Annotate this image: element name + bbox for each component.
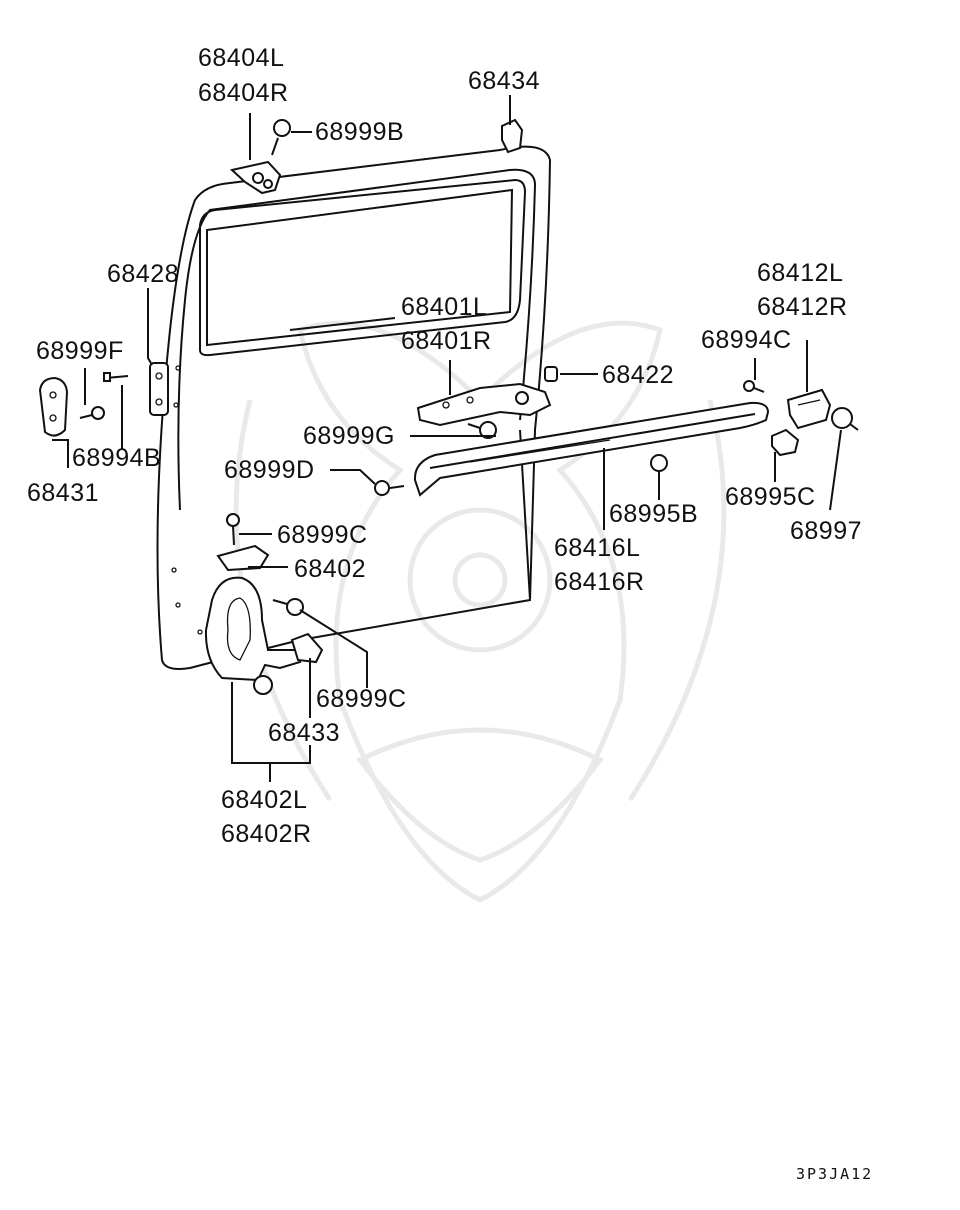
label-68412R: 68412R bbox=[757, 293, 848, 321]
label-68999F: 68999F bbox=[36, 337, 124, 365]
label-68402L: 68402L bbox=[221, 786, 307, 814]
cover-68433 bbox=[290, 632, 324, 664]
label-68412L: 68412L bbox=[757, 259, 843, 287]
label-68999G: 68999G bbox=[303, 422, 395, 450]
roller-68422 bbox=[544, 366, 558, 382]
label-68999C-lower: 68999C bbox=[316, 685, 407, 713]
label-68416L: 68416L bbox=[554, 534, 640, 562]
label-68404L: 68404L bbox=[198, 44, 284, 72]
bolt-68999B bbox=[271, 119, 291, 156]
screw-68994B bbox=[103, 372, 129, 382]
bolt-68999C-lower bbox=[272, 598, 304, 616]
label-68997: 68997 bbox=[790, 517, 862, 545]
leader-lines bbox=[52, 95, 842, 782]
center-hinge-68401 bbox=[416, 382, 552, 427]
label-68431: 68431 bbox=[27, 479, 99, 507]
label-68422: 68422 bbox=[602, 361, 674, 389]
rail-68416 bbox=[413, 401, 770, 497]
screw-68994C bbox=[743, 380, 765, 393]
striker-68428 bbox=[149, 362, 169, 416]
label-68999D: 68999D bbox=[224, 456, 315, 484]
bolt-68999G bbox=[467, 421, 497, 439]
label-68402: 68402 bbox=[294, 555, 366, 583]
label-68428: 68428 bbox=[107, 260, 179, 288]
label-68434: 68434 bbox=[468, 67, 540, 95]
bumper-68431 bbox=[38, 376, 69, 437]
label-68999B: 68999B bbox=[315, 118, 404, 146]
label-68404R: 68404R bbox=[198, 79, 289, 107]
label-68433: 68433 bbox=[268, 719, 340, 747]
bolt-68999C-upper bbox=[226, 513, 240, 546]
label-68401L: 68401L bbox=[401, 293, 487, 321]
bolt-68999D bbox=[374, 480, 405, 496]
label-68999C-upper: 68999C bbox=[277, 521, 368, 549]
label-68995C: 68995C bbox=[725, 483, 816, 511]
label-68994B: 68994B bbox=[72, 444, 161, 472]
nut-68995B bbox=[650, 454, 668, 472]
label-68994C: 68994C bbox=[701, 326, 792, 354]
label-68995B: 68995B bbox=[609, 500, 698, 528]
label-68401R: 68401R bbox=[401, 327, 492, 355]
cap-68434 bbox=[501, 118, 524, 154]
bracket-68412 bbox=[786, 388, 832, 430]
upper-hinge-68404 bbox=[229, 160, 282, 195]
clip-68997 bbox=[831, 407, 859, 431]
door-frame bbox=[156, 145, 552, 670]
screw-68999F bbox=[79, 406, 105, 420]
label-68402R: 68402R bbox=[221, 820, 312, 848]
nut-68995C bbox=[771, 428, 800, 457]
plate-68402 bbox=[216, 544, 270, 572]
diagram-code: 3P3JA12 bbox=[796, 1165, 873, 1183]
label-68416R: 68416R bbox=[554, 568, 645, 596]
lower-hinge-68402 bbox=[204, 576, 302, 695]
